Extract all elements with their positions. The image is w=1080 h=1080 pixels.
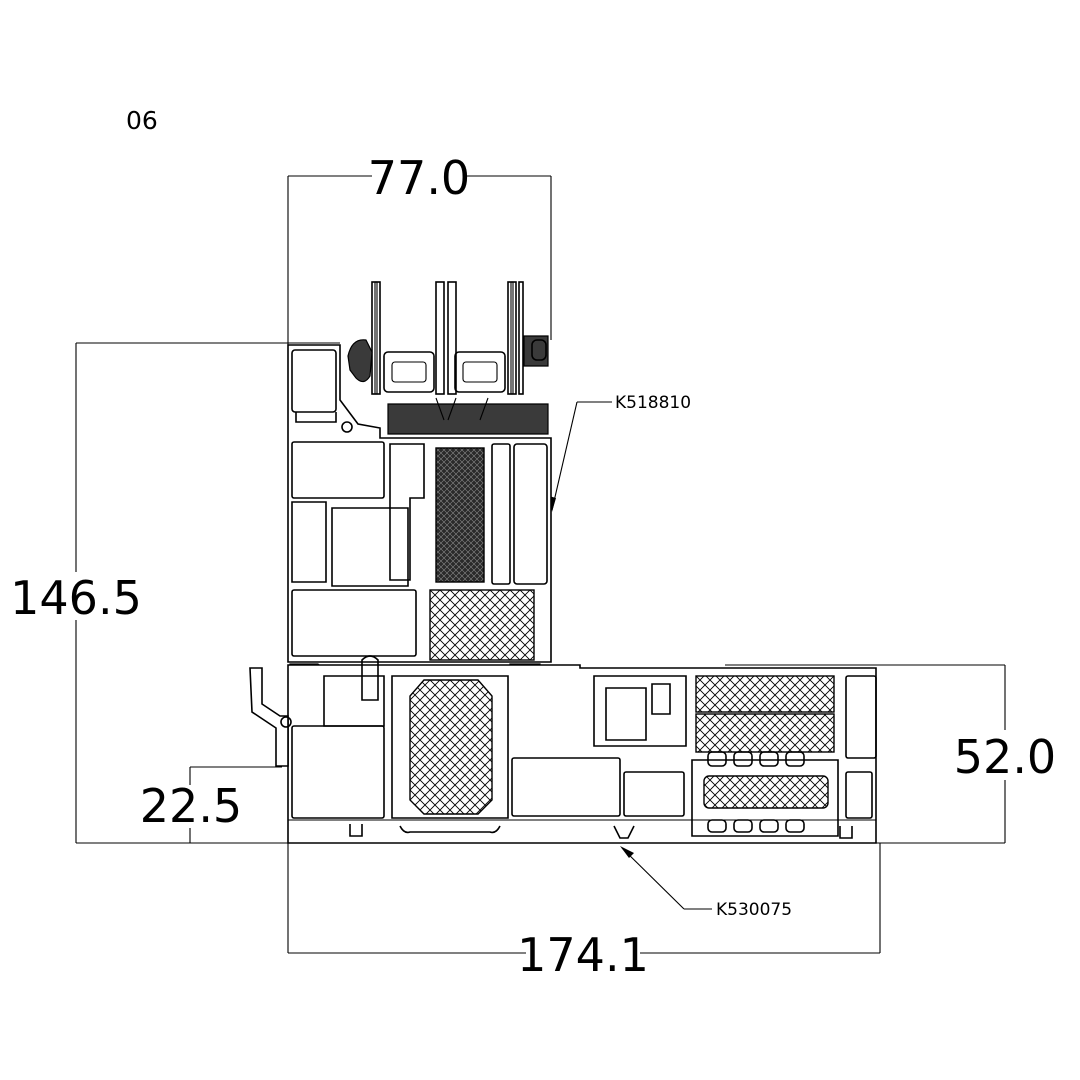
sash-foam-insert — [429, 589, 535, 661]
frame-foam-block-lower — [695, 713, 835, 753]
figure-code: 06 — [126, 106, 158, 135]
dimension-right-height: 52.0 — [725, 664, 1056, 844]
dimension-bottom-width-value: 174.1 — [517, 928, 649, 982]
dimension-left-height: 146.5 — [10, 342, 340, 844]
frame-profile — [249, 655, 877, 844]
label-frame-profile: K530075 — [620, 846, 792, 920]
dimension-right-height-value: 52.0 — [954, 730, 1056, 784]
triple-glazing-unit — [371, 281, 549, 435]
dimension-bottom-step-value: 22.5 — [140, 779, 242, 833]
label-sash-profile-text: K518810 — [615, 393, 691, 413]
dimension-bottom-step: 22.5 — [140, 766, 282, 843]
frame-strut-foam — [703, 775, 829, 809]
dimension-bottom-width: 174.1 — [287, 843, 881, 982]
sash-insulation-bar — [435, 447, 485, 583]
frame-foam-octagon — [409, 679, 493, 815]
dimension-top-width-value: 77.0 — [368, 151, 470, 205]
dimension-left-height-value: 146.5 — [10, 571, 142, 625]
dimension-top-width: 77.0 — [287, 151, 552, 345]
sash-profile — [287, 335, 581, 699]
frame-foam-block-upper — [695, 675, 835, 713]
label-frame-profile-text: K530075 — [716, 900, 792, 920]
label-sash-profile: K518810 — [549, 393, 691, 512]
